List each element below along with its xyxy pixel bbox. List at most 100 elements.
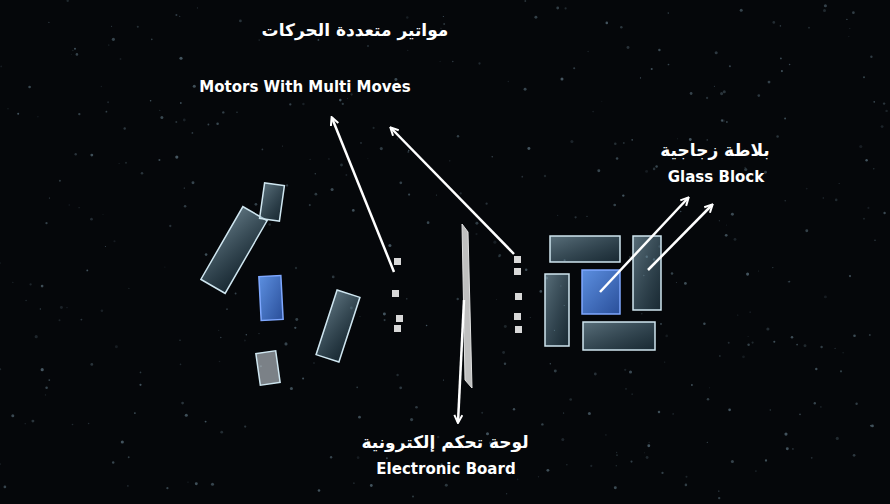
star xyxy=(407,50,408,51)
star xyxy=(629,370,632,373)
star xyxy=(357,456,360,459)
star xyxy=(88,423,90,425)
star xyxy=(332,276,335,279)
star xyxy=(79,207,80,208)
star xyxy=(538,476,539,477)
star xyxy=(121,440,124,443)
star xyxy=(134,412,136,414)
star xyxy=(726,121,728,123)
star xyxy=(883,212,885,214)
star xyxy=(302,377,304,379)
star xyxy=(527,147,530,150)
star xyxy=(384,319,386,321)
star xyxy=(48,22,49,23)
star xyxy=(840,370,842,372)
star xyxy=(625,388,627,390)
star xyxy=(331,188,334,191)
star xyxy=(255,203,258,206)
star xyxy=(556,7,559,10)
star xyxy=(113,240,115,242)
star xyxy=(485,203,487,205)
star xyxy=(573,67,575,69)
star xyxy=(590,465,592,467)
star xyxy=(811,457,813,459)
star xyxy=(49,197,50,198)
star xyxy=(616,454,618,456)
star xyxy=(751,341,753,343)
star xyxy=(521,176,523,178)
star xyxy=(294,327,296,329)
star xyxy=(184,205,187,208)
star xyxy=(718,490,719,491)
star xyxy=(808,27,810,29)
star xyxy=(388,244,391,247)
star xyxy=(492,156,493,157)
star xyxy=(158,159,160,161)
star xyxy=(290,387,293,390)
star xyxy=(706,97,708,99)
star xyxy=(517,478,519,480)
star xyxy=(342,103,344,105)
star xyxy=(748,336,749,337)
star xyxy=(17,113,19,115)
star xyxy=(358,416,361,419)
star xyxy=(725,234,728,237)
star xyxy=(313,362,315,364)
star xyxy=(193,85,196,88)
star xyxy=(646,456,649,459)
star xyxy=(86,269,88,271)
star xyxy=(616,157,619,160)
star xyxy=(302,103,304,105)
star xyxy=(665,335,668,338)
star xyxy=(440,61,441,62)
star xyxy=(120,58,122,60)
star xyxy=(112,38,115,41)
part-label-arabic: بلاطة زجاجية xyxy=(660,140,769,160)
star xyxy=(881,125,884,128)
star xyxy=(445,484,448,487)
star xyxy=(112,461,114,463)
star xyxy=(12,282,13,283)
star xyxy=(885,110,887,112)
part-label-arabic: مواتير متعددة الحركات xyxy=(262,20,449,40)
star xyxy=(834,348,835,349)
star xyxy=(45,387,48,390)
star xyxy=(216,122,219,125)
star xyxy=(728,408,731,411)
star xyxy=(102,214,103,215)
star xyxy=(791,336,794,339)
star xyxy=(74,48,76,50)
star xyxy=(792,448,794,450)
star xyxy=(222,111,224,113)
star xyxy=(546,469,549,472)
star xyxy=(664,361,665,362)
star xyxy=(597,169,600,172)
star xyxy=(737,314,738,315)
star xyxy=(780,58,782,60)
star xyxy=(139,384,141,386)
star xyxy=(119,163,120,164)
star xyxy=(218,330,219,331)
star xyxy=(684,282,687,285)
star xyxy=(289,103,291,105)
star xyxy=(820,406,821,407)
star xyxy=(731,213,734,216)
star xyxy=(806,188,808,190)
star xyxy=(40,308,42,310)
star xyxy=(640,77,641,78)
star xyxy=(496,299,497,300)
star xyxy=(48,379,50,381)
star xyxy=(601,101,602,102)
star xyxy=(622,194,624,196)
star xyxy=(773,341,775,343)
star xyxy=(268,223,271,226)
part-label: Motors With Multi Moves xyxy=(199,78,410,96)
star xyxy=(849,275,851,277)
star xyxy=(653,168,656,171)
star xyxy=(560,77,563,80)
star xyxy=(340,164,343,167)
star xyxy=(220,431,223,434)
star xyxy=(632,394,633,395)
star xyxy=(309,204,311,206)
